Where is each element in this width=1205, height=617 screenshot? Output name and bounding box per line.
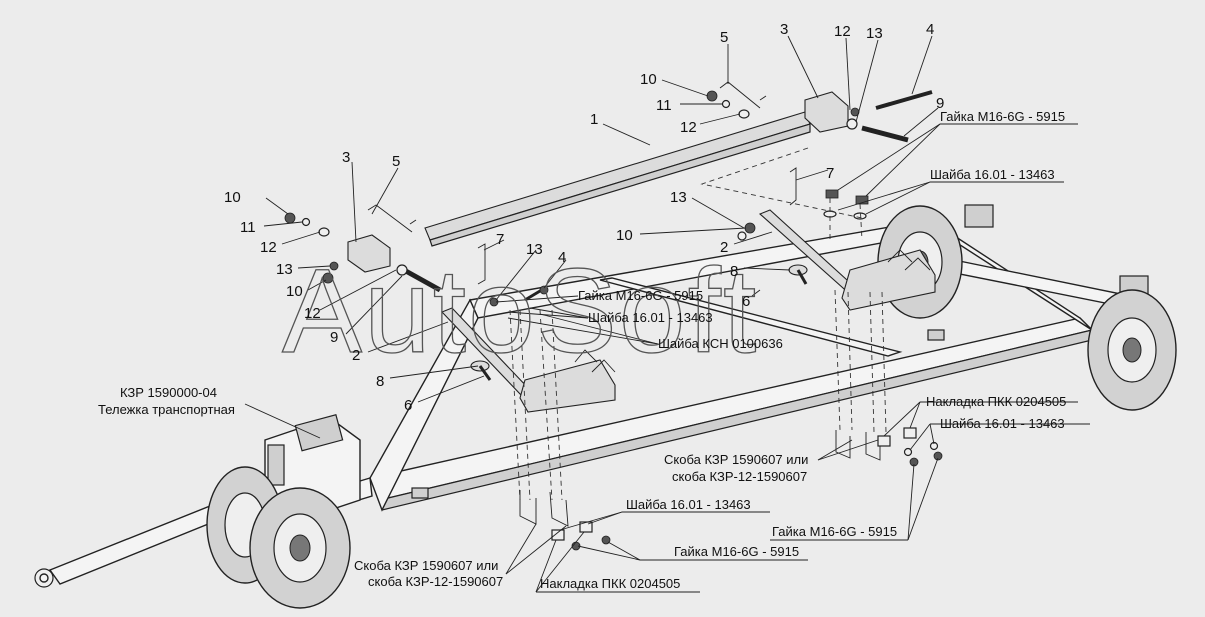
bracket-part-2-left bbox=[441, 307, 616, 413]
part-number-12-right: 12 bbox=[834, 23, 851, 40]
bolt-part-4-right bbox=[875, 90, 933, 110]
label-washer-ksn: Шайба КСН 0100636 bbox=[658, 336, 783, 351]
label-washer-middle: Шайба 16.01 - 13463 bbox=[588, 310, 713, 325]
part-number-4-left: 4 bbox=[558, 249, 566, 266]
label-overlay-right: Накладка ПКК 0204505 bbox=[926, 394, 1066, 409]
part-number-2-left: 2 bbox=[352, 347, 360, 364]
label-washer-left: Шайба 16.01 - 13463 bbox=[626, 497, 751, 512]
part-number-labels: 1 5 3 12 13 4 9 10 11 12 7 13 10 2 8 6 3… bbox=[224, 21, 944, 414]
lower-bracket-right bbox=[835, 427, 943, 467]
part-number-5-left: 5 bbox=[392, 153, 400, 170]
label-washer-top: Шайба 16.01 - 13463 bbox=[930, 167, 1055, 182]
support-part-3-right bbox=[804, 91, 849, 133]
handle-part-8-right bbox=[788, 264, 808, 285]
part-number-12-left: 12 bbox=[260, 239, 277, 256]
part-number-3-right: 3 bbox=[780, 21, 788, 38]
label-trolley-name: Тележка транспортная bbox=[98, 402, 235, 417]
part-text-labels: Гайка М16-6G - 5915 Шайба 16.01 - 13463 … bbox=[98, 109, 1066, 591]
part-number-1: 1 bbox=[590, 111, 598, 128]
clip-part-7-left bbox=[477, 243, 486, 285]
part-number-13-right: 13 bbox=[866, 25, 883, 42]
part-number-13-center: 13 bbox=[670, 189, 687, 206]
part-number-5-right: 5 bbox=[720, 29, 728, 46]
part-number-11-right: 11 bbox=[656, 97, 672, 114]
pin-part-9-right bbox=[861, 125, 909, 143]
part-number-8-right: 8 bbox=[730, 263, 738, 280]
part-number-3-left: 3 bbox=[342, 149, 350, 166]
label-bracket-right-2: скоба КЗР-12-1590607 bbox=[672, 469, 807, 484]
left-beam bbox=[369, 298, 479, 512]
part-number-10-center: 10 bbox=[616, 227, 633, 244]
label-nut-right: Гайка М16-6G - 5915 bbox=[772, 524, 897, 539]
stack-right bbox=[823, 189, 869, 220]
label-washer-right: Шайба 16.01 - 13463 bbox=[940, 416, 1065, 431]
part-number-9-left: 9 bbox=[330, 329, 338, 346]
part-number-6-left: 6 bbox=[404, 397, 412, 414]
label-bracket-right-1: Скоба КЗР 1590607 или bbox=[664, 452, 808, 467]
part-number-6-right: 6 bbox=[742, 293, 750, 310]
part-number-13-left: 13 bbox=[276, 261, 293, 278]
handle-part-8-left bbox=[470, 360, 492, 381]
part-number-12-left-b: 12 bbox=[304, 305, 321, 322]
support-part-3-left bbox=[347, 234, 391, 273]
fasteners-right bbox=[706, 81, 860, 130]
clip-part-7-right bbox=[789, 167, 797, 206]
wheel-front-near bbox=[249, 487, 351, 609]
label-trolley-code: КЗР 1590000-04 bbox=[120, 385, 217, 400]
part-number-12-right-b: 12 bbox=[680, 119, 697, 136]
label-nut-top: Гайка М16-6G - 5915 bbox=[940, 109, 1065, 124]
lower-bracket-left bbox=[519, 490, 611, 551]
part-number-8-left: 8 bbox=[376, 373, 384, 390]
rear-bracket-plate bbox=[964, 204, 994, 228]
beam-part-1 bbox=[424, 111, 811, 247]
trolley-frame bbox=[34, 204, 1151, 588]
label-nut-middle: Гайка М16-6G - 5915 bbox=[578, 288, 703, 303]
label-bracket-left-1: Скоба КЗР 1590607 или bbox=[354, 558, 498, 573]
part-number-10-right: 10 bbox=[640, 71, 657, 88]
part-number-11-left: 11 bbox=[240, 219, 256, 236]
part-number-13-left-b: 13 bbox=[526, 241, 543, 258]
part-number-10-left: 10 bbox=[224, 189, 241, 206]
wheel-rear-near bbox=[1087, 289, 1177, 411]
bracket-part-2-right bbox=[758, 209, 936, 311]
part-number-7-left: 7 bbox=[496, 231, 504, 248]
pin-part-9-left bbox=[402, 267, 442, 293]
part-number-9-right: 9 bbox=[936, 95, 944, 112]
leader-lines bbox=[244, 35, 1090, 593]
part-number-7-right: 7 bbox=[826, 165, 834, 182]
label-overlay-left: Накладка ПКК 0204505 bbox=[540, 576, 680, 591]
part-number-2-right: 2 bbox=[720, 239, 728, 256]
part-number-4-right: 4 bbox=[926, 21, 934, 38]
assembly-lines bbox=[509, 147, 887, 501]
part-number-10-left-b: 10 bbox=[286, 283, 303, 300]
label-nut-left: Гайка М16-6G - 5915 bbox=[674, 544, 799, 559]
label-bracket-left-2: скоба КЗР-12-1590607 bbox=[368, 574, 503, 589]
watermark: AutoSoft bbox=[282, 244, 758, 378]
